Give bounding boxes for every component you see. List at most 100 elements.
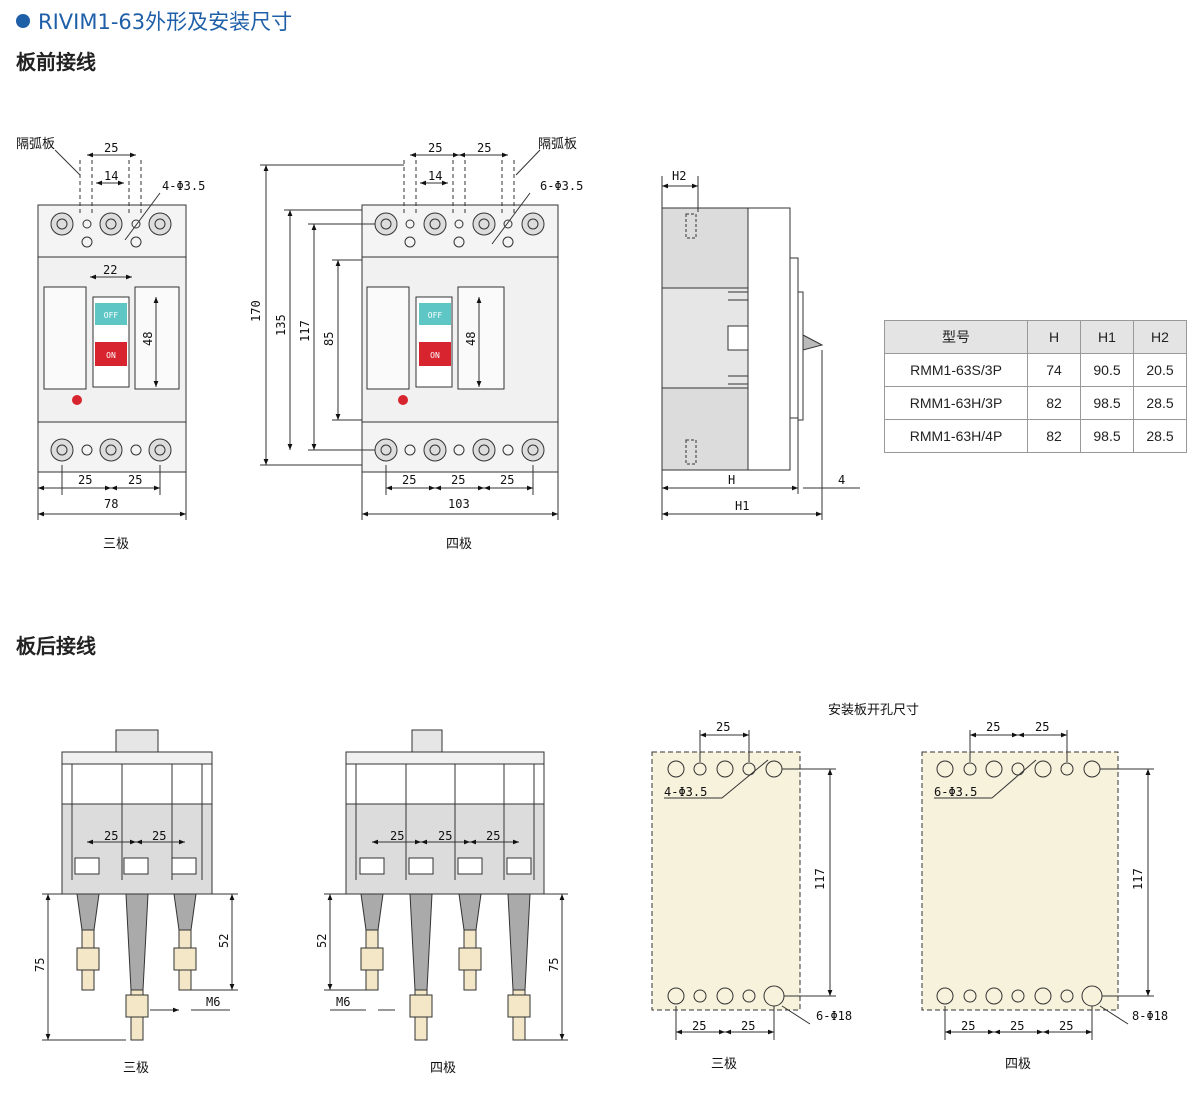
dim-75-4p: 75 xyxy=(547,958,561,972)
dimension-table: 型号 H H1 H2 RMM1-63S/3P 74 90.5 20.5 RMM1… xyxy=(884,320,1187,453)
indicator-dot xyxy=(72,395,82,405)
rear-4p-drawing xyxy=(324,729,568,1041)
dim-103: 103 xyxy=(448,497,470,511)
dim-M6-3p: M6 xyxy=(206,995,220,1009)
off-button-4p[interactable] xyxy=(419,303,451,325)
dim-25-top-a-4p: 25 xyxy=(428,141,442,155)
caption-3p-front: 三极 xyxy=(103,537,129,552)
caption-4p-rear: 四极 xyxy=(430,1061,456,1076)
dim-M6-4p: M6 xyxy=(336,995,350,1009)
dim-hole-cut-3p: 4-Φ3.5 xyxy=(664,785,707,799)
dim-25-cut-bot-b-4p: 25 xyxy=(1010,1019,1024,1033)
dim-H: H xyxy=(728,473,735,487)
side-view-drawing xyxy=(661,176,860,520)
indicator-dot-4p xyxy=(398,395,408,405)
dim-hole18-cut-4p: 8-Φ18 xyxy=(1132,1009,1168,1023)
dim-25-top-3p: 25 xyxy=(104,141,118,155)
table-header: H xyxy=(1027,320,1081,354)
table-cell: 20.5 xyxy=(1133,353,1187,387)
table-cell: 98.5 xyxy=(1080,386,1134,420)
table-cell: RMM1-63S/3P xyxy=(884,353,1028,387)
table-cell: 28.5 xyxy=(1133,386,1187,420)
dim-25-rear-a-3p: 25 xyxy=(104,829,118,843)
dim-14-4p: 14 xyxy=(428,169,442,183)
table-header: 型号 xyxy=(884,320,1028,354)
dim-25-rear-b-3p: 25 xyxy=(152,829,166,843)
off-label: OFF xyxy=(104,311,119,320)
panel-cutout-title: 安装板开孔尺寸 xyxy=(828,703,919,718)
arc-plate-label-4p: 隔弧板 xyxy=(538,137,577,152)
table-cell: RMM1-63H/4P xyxy=(884,419,1028,453)
dim-117-cut-4p: 117 xyxy=(1131,868,1145,890)
dim-48-4p: 48 xyxy=(464,332,478,346)
page-title: RIVIM1-63外形及安装尺寸 xyxy=(16,6,292,36)
table-cell: 82 xyxy=(1027,419,1081,453)
dim-25-bot-b-3p: 25 xyxy=(128,473,142,487)
on-button[interactable] xyxy=(95,342,127,366)
caption-4p-front: 四极 xyxy=(446,537,472,552)
table-header-row: 型号 H H1 H2 xyxy=(884,320,1187,354)
dim-25-rear-a-4p: 25 xyxy=(390,829,404,843)
dim-25-cut-bot-c-4p: 25 xyxy=(1059,1019,1073,1033)
section-rear-heading: 板后接线 xyxy=(16,634,96,658)
dim-25-bot-a-3p: 25 xyxy=(78,473,92,487)
dim-25-cut-bot-a-4p: 25 xyxy=(961,1019,975,1033)
dim-hole-3p: 4-Φ3.5 xyxy=(162,179,205,193)
off-button[interactable] xyxy=(95,303,127,325)
table-header: H1 xyxy=(1080,320,1134,354)
bullet-icon xyxy=(16,14,30,28)
table-cell: 74 xyxy=(1027,353,1081,387)
dim-25-rear-b-4p: 25 xyxy=(438,829,452,843)
front-3p-drawing xyxy=(37,149,187,520)
dim-25-cut-top-3p: 25 xyxy=(716,720,730,734)
dim-25-cut-bot-a-3p: 25 xyxy=(692,1019,706,1033)
on-label: ON xyxy=(106,351,116,360)
rear-3p-drawing xyxy=(42,729,238,1041)
caption-3p-rear: 三极 xyxy=(123,1061,149,1076)
table-cell: 28.5 xyxy=(1133,419,1187,453)
dim-25-rear-c-4p: 25 xyxy=(486,829,500,843)
caption-4p-cutout: 四极 xyxy=(1005,1057,1031,1072)
dim-25-bot-a-4p: 25 xyxy=(402,473,416,487)
table-cell: 82 xyxy=(1027,386,1081,420)
title-text: RIVIM1-63外形及安装尺寸 xyxy=(38,10,293,34)
table-row: RMM1-63S/3P 74 90.5 20.5 xyxy=(884,353,1187,387)
dim-25-cut-top-a-4p: 25 xyxy=(986,720,1000,734)
off-label-4p: OFF xyxy=(428,311,443,320)
dim-14-3p: 14 xyxy=(104,169,118,183)
dim-52-3p: 52 xyxy=(217,934,231,948)
arc-plate-label-3p: 隔弧板 xyxy=(16,137,55,152)
dim-48-3p: 48 xyxy=(141,332,155,346)
bottom-terminals-3p xyxy=(50,438,172,462)
dim-52-4p: 52 xyxy=(315,934,329,948)
table-row: RMM1-63H/3P 82 98.5 28.5 xyxy=(884,386,1187,420)
caption-3p-cutout: 三极 xyxy=(711,1057,737,1072)
dim-135: 135 xyxy=(274,314,288,336)
dim-4: 4 xyxy=(838,473,845,487)
cutout-3p-drawing xyxy=(651,730,836,1040)
on-label-4p: ON xyxy=(430,351,440,360)
dim-117: 117 xyxy=(298,320,312,342)
dim-170: 170 xyxy=(249,300,263,322)
dim-25-cut-top-b-4p: 25 xyxy=(1035,720,1049,734)
table-row: RMM1-63H/4P 82 98.5 28.5 xyxy=(884,419,1187,453)
table-cell: 90.5 xyxy=(1080,353,1134,387)
table-cell: 98.5 xyxy=(1080,419,1134,453)
dim-25-top-b-4p: 25 xyxy=(477,141,491,155)
dim-hole-4p: 6-Φ3.5 xyxy=(540,179,583,193)
dim-78: 78 xyxy=(104,497,118,511)
dim-22-3p: 22 xyxy=(103,263,117,277)
front-4p-drawing xyxy=(260,149,559,520)
dim-25-bot-c-4p: 25 xyxy=(500,473,514,487)
on-button-4p[interactable] xyxy=(419,342,451,366)
dim-H2: H2 xyxy=(672,169,686,183)
dim-hole18-cut-3p: 6-Φ18 xyxy=(816,1009,852,1023)
dim-75-3p: 75 xyxy=(33,958,47,972)
table-cell: RMM1-63H/3P xyxy=(884,386,1028,420)
dim-H1: H1 xyxy=(735,499,749,513)
top-terminals-3p xyxy=(50,212,172,248)
dim-85: 85 xyxy=(322,332,336,346)
dim-117-cut-3p: 117 xyxy=(813,868,827,890)
table-header: H2 xyxy=(1133,320,1187,354)
